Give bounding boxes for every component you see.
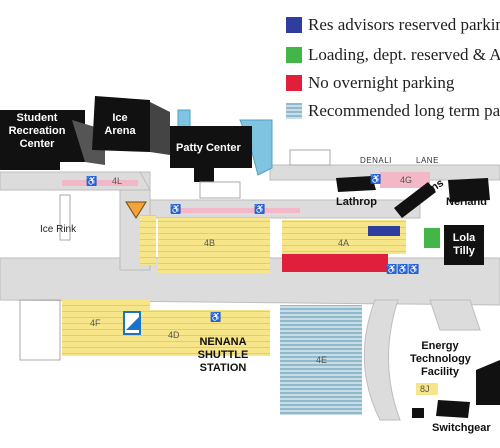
lot-4e xyxy=(280,305,362,415)
building-switchgear xyxy=(436,400,470,418)
wheelchair-icon: ♿ xyxy=(86,176,98,186)
building-ice-arena-side xyxy=(150,102,170,155)
roads xyxy=(0,164,500,421)
wheelchair-icon: ♿ xyxy=(370,174,382,184)
street-lane: LANE xyxy=(416,156,439,165)
street-denali: DENALI xyxy=(360,156,392,165)
label-ice-rink: Ice Rink xyxy=(40,224,77,235)
wheelchair-icon: ♿ xyxy=(254,204,266,214)
building-switchgear-small xyxy=(412,408,424,418)
warning-triangle-icon xyxy=(125,201,147,219)
legend-label: Recommended long term parking xyxy=(308,101,500,120)
parking-lots xyxy=(62,172,440,415)
wheelchair-icon: ♿♿♿ xyxy=(386,264,420,274)
lot-label-4g: 4G xyxy=(400,175,413,185)
building-energy xyxy=(476,360,500,405)
lot-label-4d: 4D xyxy=(168,330,180,340)
lot-4b xyxy=(158,218,270,273)
building-lola-tilly xyxy=(444,225,484,265)
wheelchair-icon: ♿ xyxy=(210,312,222,322)
label-ice-arena: Ice Arena xyxy=(104,112,136,137)
label-nerland: Nerland xyxy=(446,196,487,208)
lot-label-4b: 4B xyxy=(204,238,216,248)
legend-label: Res advisors reserved parking xyxy=(308,15,500,34)
lot-8j xyxy=(416,383,438,395)
label-lathrop: Lathrop xyxy=(336,196,377,208)
lot-label-8j: 8J xyxy=(420,384,430,394)
lot-4a xyxy=(282,220,406,254)
label-energy: Energy Technology Facility xyxy=(410,340,471,378)
building-stevens xyxy=(394,182,436,218)
building-lathrop xyxy=(336,176,376,192)
swatch-blue xyxy=(286,17,302,33)
legend-label: Loading, dept. reserved & ADA xyxy=(308,45,500,64)
label-student-rec: Student Recreation Center xyxy=(8,112,66,150)
swatch-red xyxy=(286,75,302,91)
lot-label-4l: 4L xyxy=(112,176,123,186)
building-nerland xyxy=(448,178,490,202)
label-shuttle-station: NENANA SHUTTLE STATION xyxy=(197,336,249,374)
outlines xyxy=(19,149,331,361)
buildings xyxy=(0,96,500,418)
label-switchgear: Switchgear xyxy=(432,422,491,434)
building-student-rec xyxy=(0,110,85,170)
lot-4g xyxy=(380,172,430,188)
wheelchair-icon: ♿ xyxy=(170,204,182,214)
lot-4a-blue xyxy=(368,226,400,236)
lot-label-4a: 4A xyxy=(338,238,350,248)
lot-label-4f: 4F xyxy=(90,318,101,328)
building-ice-arena xyxy=(92,96,150,152)
shuttle-station-icon xyxy=(123,311,141,335)
loading-zone xyxy=(424,228,440,248)
swatch-green xyxy=(286,47,302,63)
swatch-striped xyxy=(286,103,302,119)
lot-label-4e: 4E xyxy=(316,355,328,365)
lot-4a-red xyxy=(282,254,388,272)
building-patty xyxy=(170,126,252,182)
lot-4d xyxy=(150,310,270,356)
label-patty: Patty Center xyxy=(176,142,241,154)
label-lola-tilly: Lola Tilly xyxy=(452,232,476,257)
legend-label: No overnight parking xyxy=(308,73,455,92)
lot-4l xyxy=(140,215,156,265)
